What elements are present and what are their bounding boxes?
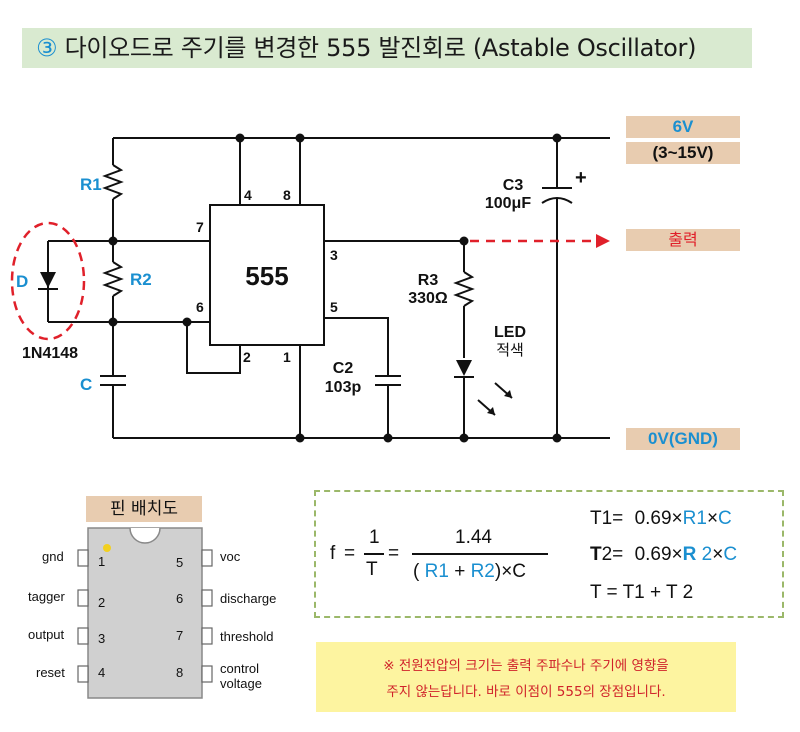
d-label: D bbox=[16, 272, 28, 291]
title-text: 다이오드로 주기를 변경한 555 발진회로 (Astable Oscillat… bbox=[64, 34, 697, 62]
pin-label-voltage: voltage bbox=[220, 676, 262, 691]
c-label: C bbox=[80, 375, 92, 394]
pin6-label: 6 bbox=[196, 299, 204, 315]
t1-x: × bbox=[706, 508, 719, 529]
pkg-pin5: 5 bbox=[176, 555, 184, 570]
pin2-label: 2 bbox=[243, 349, 251, 365]
t1-c: C bbox=[718, 508, 732, 529]
ic-package bbox=[77, 527, 213, 699]
diode-part-label: 1N4148 bbox=[22, 345, 78, 362]
pin-label-control: control bbox=[220, 661, 260, 676]
c3-polarity-label: + bbox=[575, 167, 587, 189]
formula-f: f bbox=[330, 543, 336, 564]
t1-r: R1 bbox=[682, 508, 707, 529]
pin8-label: 8 bbox=[283, 187, 291, 203]
t2-lhs-b: 2= bbox=[601, 544, 624, 565]
led-color-label: 적색 bbox=[496, 341, 524, 359]
pkg-pin3: 3 bbox=[98, 631, 106, 646]
t1-rhs: 0.69× bbox=[634, 508, 683, 529]
page-title: ③ 다이오드로 주기를 변경한 555 발진회로 (Astable Oscill… bbox=[36, 30, 696, 66]
r3-name-label: R3 bbox=[418, 272, 439, 289]
ground-label: 0V(GND) bbox=[626, 428, 740, 450]
pkg-pin6: 6 bbox=[176, 591, 184, 606]
formula-den: ( R1 + R2)×C bbox=[413, 561, 526, 583]
c3-name-label: C3 bbox=[503, 177, 524, 194]
output-label: 출력 bbox=[626, 229, 740, 251]
pin-label-tagger: tagger bbox=[28, 589, 65, 604]
den-close: )×C bbox=[494, 561, 527, 582]
pin-label-output: output bbox=[28, 627, 65, 642]
t1-formula: T1= 0.69×R1×C bbox=[590, 508, 732, 530]
pkg-pin1: 1 bbox=[98, 554, 106, 569]
formula-t: T bbox=[366, 559, 378, 580]
note-line-1: ※ 전원전압의 크기는 출력 주파수나 주기에 영향을 bbox=[383, 658, 669, 674]
circuit-schematic: R1 R2 C D 1N4148 555 4 8 7 3 6 5 2 1 C3 … bbox=[10, 133, 610, 443]
den-r2: R2 bbox=[470, 561, 495, 582]
r3-value-label: 330Ω bbox=[408, 290, 448, 307]
note-line-2: 주지 않는답니다. 바로 이점이 555의 장점입니다. bbox=[386, 684, 666, 700]
formula-num: 1.44 bbox=[455, 527, 492, 548]
circled-number: ③ bbox=[36, 34, 58, 62]
pin-label-reset: reset bbox=[36, 665, 65, 680]
den-r1: R1 bbox=[424, 561, 449, 582]
pin5-label: 5 bbox=[330, 299, 338, 315]
r1-label: R1 bbox=[80, 175, 102, 194]
title-bar bbox=[22, 28, 752, 68]
t2-rhs: 0.69× bbox=[634, 544, 683, 565]
formula-one: 1 bbox=[369, 527, 380, 548]
pkg-pin4: 4 bbox=[98, 665, 106, 680]
pkg-pin2: 2 bbox=[98, 595, 106, 610]
pin-label-threshold: threshold bbox=[220, 629, 274, 644]
den-plus: + bbox=[454, 561, 466, 582]
formula-bar2 bbox=[412, 553, 548, 555]
pin-label-gnd: gnd bbox=[42, 549, 64, 564]
pkg-pin7: 7 bbox=[176, 628, 184, 643]
t2-c: C bbox=[723, 544, 738, 565]
pinout-title: 핀 배치도 bbox=[86, 496, 202, 522]
t1-lhs: T1= bbox=[590, 508, 624, 529]
t2-r: R bbox=[682, 544, 697, 565]
c2-name-label: C2 bbox=[333, 360, 354, 377]
vcc-label: 6V bbox=[626, 116, 740, 138]
pin3-label: 3 bbox=[330, 247, 338, 263]
c3-value-label: 100μF bbox=[485, 195, 531, 212]
vcc-range-label: (3~15V) bbox=[626, 142, 740, 164]
formula-box bbox=[314, 490, 784, 618]
led-name-label: LED bbox=[494, 324, 526, 341]
formula-bar1 bbox=[364, 553, 384, 555]
r2-label: R2 bbox=[130, 270, 152, 289]
t-formula: T = T1 + T 2 bbox=[590, 582, 694, 603]
c2-value-label: 103p bbox=[325, 379, 362, 396]
t2-x: × bbox=[712, 544, 724, 565]
ic-name-label: 555 bbox=[245, 261, 288, 291]
note-box: ※ 전원전압의 크기는 출력 주파수나 주기에 영향을 주지 않는답니다. 바로… bbox=[316, 642, 736, 712]
pin-label-voc: voc bbox=[220, 549, 241, 564]
t2-r2: 2 bbox=[701, 544, 713, 565]
pin1-label: 1 bbox=[283, 349, 291, 365]
t2-lhs-a: T bbox=[590, 544, 602, 565]
t2-formula: T2= 0.69×R 2×C bbox=[590, 544, 737, 566]
den-open: ( bbox=[413, 561, 420, 582]
pin4-label: 4 bbox=[244, 187, 252, 203]
pkg-pin8: 8 bbox=[176, 665, 184, 680]
formula-eq: = bbox=[344, 543, 356, 564]
pin7-label: 7 bbox=[196, 219, 204, 235]
pin-label-discharge: discharge bbox=[220, 591, 277, 606]
formula-eq2: = bbox=[388, 543, 400, 564]
